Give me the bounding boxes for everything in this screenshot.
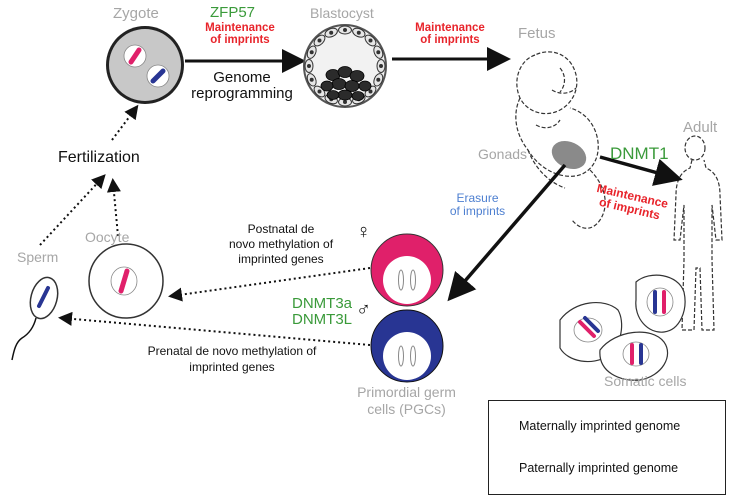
- trophectoderm-nucleus: [309, 50, 314, 55]
- trophectoderm-nucleus: [309, 77, 314, 82]
- trophectoderm-nucleus: [368, 89, 373, 94]
- sperm-cell: [11, 276, 59, 361]
- legend-maternal-label: Maternally imprinted genome: [519, 419, 681, 433]
- label-dnmt1: DNMT1: [610, 144, 669, 163]
- trophectoderm-nucleus: [379, 64, 383, 68]
- label-zfp57: ZFP57: [210, 4, 256, 21]
- trophectoderm-nucleus: [317, 89, 322, 94]
- trophectoderm-nucleus: [356, 30, 361, 35]
- label-sperm: Sperm: [17, 249, 59, 265]
- arrow-gonads-pgc: [447, 163, 567, 302]
- label-fetus: Fetus: [518, 25, 556, 42]
- trophectoderm-nucleus: [368, 38, 373, 43]
- label-oocyte: Oocyte: [85, 229, 130, 245]
- arrow-fetus-adult: [599, 155, 683, 186]
- legend-box: Maternally imprinted genome Paternally i…: [488, 400, 726, 495]
- label-zygote: Zygote: [113, 5, 159, 22]
- trophectoderm-nucleus: [343, 100, 347, 104]
- female-pgc: [370, 233, 444, 307]
- trophectoderm-nucleus: [329, 30, 334, 35]
- label-fertilization: Fertilization: [58, 149, 140, 166]
- somatic-cells: [559, 274, 686, 381]
- gonads-shape: [551, 140, 587, 170]
- zygote-cell: [106, 26, 184, 104]
- label-somatic-cells: Somatic cells: [604, 373, 687, 389]
- fetus-outline: [515, 51, 606, 229]
- adult-outline: [673, 135, 723, 331]
- oocyte-cell: [88, 243, 164, 319]
- trophectoderm-nucleus: [307, 64, 311, 68]
- trophectoderm-nucleus: [376, 77, 381, 82]
- label-blastocyst: Blastocyst: [310, 5, 374, 21]
- symbol-female: ♀: [356, 221, 371, 243]
- label-adult: Adult: [683, 119, 718, 136]
- trophectoderm-nucleus: [343, 28, 347, 32]
- label-gonads: Gonads: [478, 146, 528, 162]
- blastocyst: [303, 24, 387, 108]
- dotted-arrows: [39, 104, 371, 346]
- legend-paternal-label: Paternally imprinted genome: [519, 461, 679, 475]
- trophectoderm-nucleus: [376, 50, 381, 55]
- male-pgc: [370, 309, 444, 383]
- symbol-male: ♂: [356, 299, 371, 321]
- trophectoderm-nucleus: [317, 38, 322, 43]
